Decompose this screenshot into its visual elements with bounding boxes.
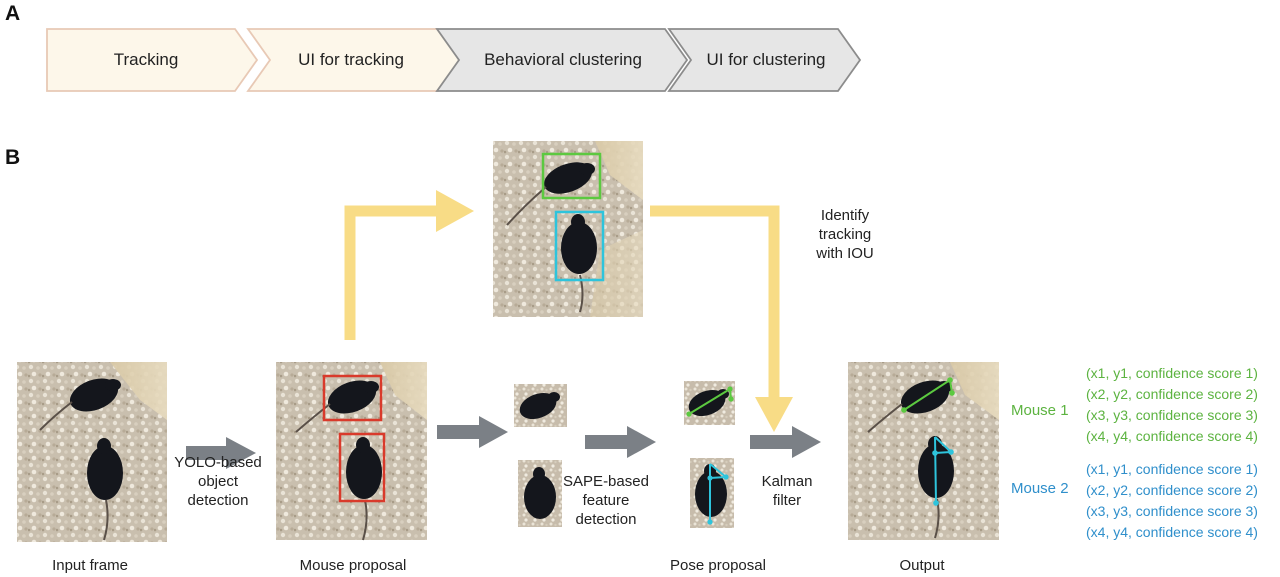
mouse1-score-4: (x4, y4, confidence score 4) xyxy=(1086,428,1258,444)
bbox-mouse2-red xyxy=(338,432,386,503)
iou-label-line2: tracking xyxy=(818,226,872,243)
pose-proposal-caption: Pose proposal xyxy=(670,557,766,574)
mouse2-score-1: (x1, y1, confidence score 1) xyxy=(1086,461,1258,477)
iou-label: Identify tracking with IOU xyxy=(800,206,890,263)
output-image xyxy=(848,362,999,540)
mouse-proposal-caption: Mouse proposal xyxy=(299,557,407,574)
pipeline-step-behavioral-clustering-label: Behavioral clustering xyxy=(484,50,642,69)
kalman-label: Kalman filter xyxy=(754,472,820,510)
iou-path-arrow-up xyxy=(344,190,474,340)
tracking-image xyxy=(493,141,643,317)
pose-mouse1-image xyxy=(684,381,735,425)
bbox-mouse1-red xyxy=(322,374,383,422)
crop-mouse1-image xyxy=(514,384,567,427)
sape-label: SAPE-based feature detection xyxy=(563,472,649,529)
panel-letter-a: A xyxy=(5,2,21,25)
sape-label-line2: feature xyxy=(582,492,630,509)
pipeline-step-tracking-label: Tracking xyxy=(114,50,179,69)
mouse1-score-2: (x2, y2, confidence score 2) xyxy=(1086,386,1258,402)
pipeline-chevrons: Tracking UI for tracking Behavioral clus… xyxy=(46,28,862,92)
yolo-label-line2: object xyxy=(197,473,239,490)
pipeline-step-ui-clustering-shape xyxy=(667,28,862,92)
kalman-label-line2: filter xyxy=(772,492,802,509)
iou-path-arrow-down xyxy=(650,205,793,432)
yolo-label: YOLO-based object detection xyxy=(163,453,273,510)
pipeline-step-behavioral-clustering-shape xyxy=(435,28,689,92)
iou-label-line3: with IOU xyxy=(816,245,874,262)
iou-label-line1: Identify xyxy=(820,207,870,224)
bbox-mouse2-cyan xyxy=(554,210,605,282)
kalman-label-line1: Kalman xyxy=(761,473,813,490)
mouse2-scores: (x1, y1, confidence score 1) (x2, y2, co… xyxy=(1086,460,1258,541)
sape-label-line1: SAPE-based xyxy=(563,473,649,490)
sape-label-line3: detection xyxy=(575,511,637,528)
pipeline-step-ui-tracking-label: UI for tracking xyxy=(298,50,404,69)
arrow-crop xyxy=(437,416,508,448)
arrow-kalman xyxy=(750,426,821,458)
mouse2-score-3: (x3, y3, confidence score 3) xyxy=(1086,503,1258,519)
input-frame-caption: Input frame xyxy=(52,557,128,574)
mouse2-label: Mouse 2 xyxy=(1011,480,1069,497)
input-frame-image xyxy=(17,362,167,542)
mouse2-score-2: (x2, y2, confidence score 2) xyxy=(1086,482,1258,498)
output-caption: Output xyxy=(899,557,945,574)
arrow-sape xyxy=(585,426,656,458)
pose-mouse2-image xyxy=(690,458,734,528)
mouse-proposal-image xyxy=(276,362,427,541)
yolo-label-line3: detection xyxy=(187,492,249,509)
mouse2-score-4: (x4, y4, confidence score 4) xyxy=(1086,524,1258,540)
mouse1-scores: (x1, y1, confidence score 1) (x2, y2, co… xyxy=(1086,364,1258,445)
arrow-yolo xyxy=(186,437,256,469)
mouse1-score-3: (x3, y3, confidence score 3) xyxy=(1086,407,1258,423)
bbox-mouse1-green xyxy=(541,152,602,200)
yolo-label-line1: YOLO-based xyxy=(174,454,262,471)
mouse1-label: Mouse 1 xyxy=(1011,402,1069,419)
pipeline-step-tracking-shape xyxy=(46,28,259,92)
pipeline-step-ui-clustering-label: UI for clustering xyxy=(706,50,825,69)
panel-letter-b: B xyxy=(5,146,21,169)
crop-mouse2-image xyxy=(518,460,562,527)
mouse1-score-1: (x1, y1, confidence score 1) xyxy=(1086,365,1258,381)
